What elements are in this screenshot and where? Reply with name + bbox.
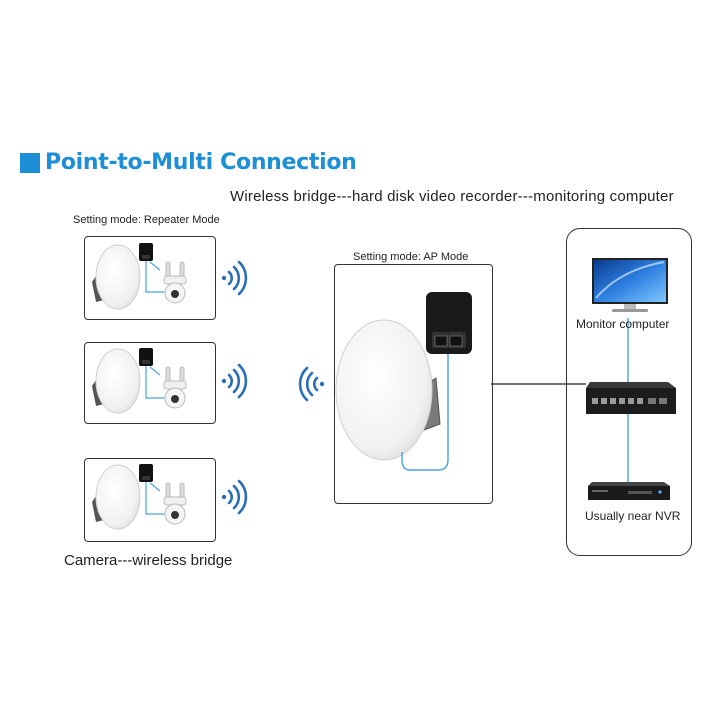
camera-icon [163, 261, 187, 304]
title-square-icon [20, 152, 40, 173]
repeater-unit-3 [92, 464, 187, 530]
wifi-icon [298, 366, 325, 402]
title-block: Point-to-Multi Connection [20, 150, 357, 175]
repeater-unit-2 [92, 348, 187, 414]
cable-line [145, 366, 168, 399]
ap-mode-label: Setting mode: AP Mode [353, 251, 469, 263]
wifi-icon [221, 479, 248, 515]
bridge-disc-icon [95, 464, 141, 530]
repeater-mode-label: Setting mode: Repeater Mode [73, 214, 220, 226]
repeater-unit-1 [92, 243, 187, 310]
wifi-icon [221, 363, 248, 399]
poe-adapter-icon [426, 292, 472, 354]
camera-bridge-label: Camera---wireless bridge [64, 552, 233, 569]
wifi-icon [221, 260, 248, 296]
monitor-computer-label: Monitor computer [576, 317, 670, 331]
cable-line [145, 482, 168, 515]
cable-line [145, 261, 168, 293]
nvr-label: Usually near NVR [585, 509, 681, 523]
page-subtitle: Wireless bridge---hard disk video record… [230, 188, 674, 205]
ap-unit [335, 292, 472, 471]
camera-icon [163, 482, 187, 525]
bridge-disc-icon [95, 348, 141, 414]
switch-icon [586, 382, 676, 414]
page-title: Point-to-Multi Connection [45, 150, 357, 175]
bridge-disc-icon [335, 319, 433, 461]
cable-line [401, 354, 449, 471]
nvr-icon [588, 482, 670, 500]
camera-icon [163, 366, 187, 409]
monitor-icon [592, 258, 668, 312]
bridge-disc-icon [95, 244, 141, 310]
